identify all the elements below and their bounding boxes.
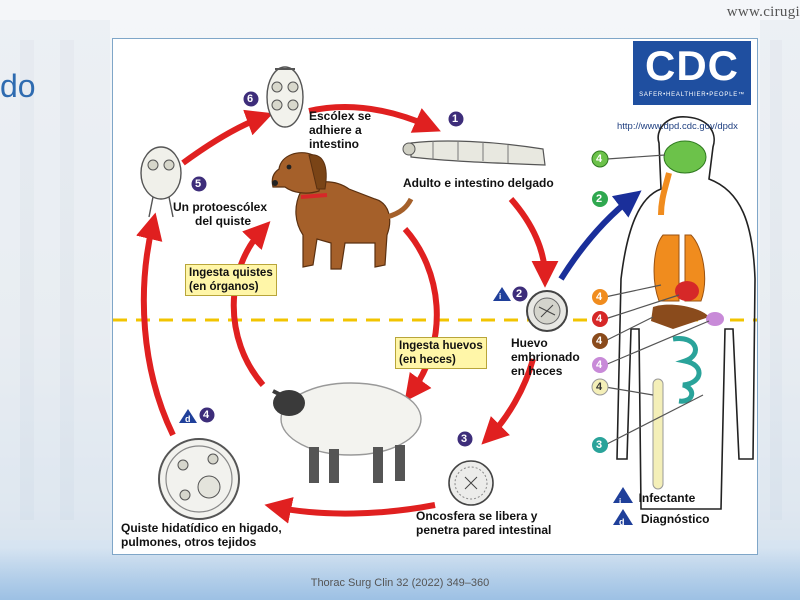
adult-worm-icon: [402, 140, 546, 166]
citation: Thorac Surg Clin 32 (2022) 349–360: [310, 577, 490, 589]
oncosphere-icon: [448, 460, 494, 506]
stage-2-number: 2: [516, 288, 523, 300]
marker-liver: [592, 333, 608, 349]
stage-4-marker: [179, 407, 215, 423]
legend-diagnostic-symbol: [613, 509, 633, 525]
stage-1-number: 1: [452, 113, 459, 125]
life-cycle-diagram: 6 1 5 2 3 4 i d Escólex se adhiere a int…: [112, 38, 758, 555]
stage-6-label: Escólex se adhiere a intestino: [309, 109, 372, 151]
arrow-sheep-to-dog: [230, 221, 271, 387]
stage-5-marker: [191, 176, 207, 192]
marker-liver-number: 4: [596, 335, 603, 347]
marker-brain: [591, 150, 609, 168]
egg-icon: [526, 290, 568, 332]
ingestion-cysts-box: Ingesta quistes (en órganos): [185, 264, 277, 296]
marker-spleen-number: 4: [596, 359, 603, 371]
marker-bone-number: 4: [596, 381, 603, 393]
protoscolex-icon: [140, 146, 182, 218]
arrow-to-human: [558, 190, 642, 281]
stage-4-label: Quiste hidatídico en higado, pulmones, o…: [121, 521, 282, 549]
arrow-2-to-3: [481, 358, 536, 445]
stage-1-marker: [448, 111, 464, 127]
stage-2-marker: [493, 286, 528, 302]
arrow-dog-to-sheep: [402, 226, 440, 402]
marker-arrow-number: 2: [596, 193, 603, 205]
stage-6-number: 6: [247, 93, 254, 105]
stage-3-label: Oncosfera se libera y penetra pared inte…: [416, 509, 552, 537]
marker-intestine: [592, 437, 608, 453]
marker-blue-arrow: [592, 191, 608, 207]
marker-brain-number: 4: [596, 153, 603, 165]
stage-1-label: Adulto e intestino delgado: [403, 176, 554, 190]
stage-2-infective-mark: i: [499, 292, 502, 301]
legend-infective: i Infectante: [619, 491, 696, 506]
human-figure-icon: [616, 116, 756, 510]
stage-2-label: Huevo embrionado en heces: [511, 336, 580, 378]
marker-intestine-number: 3: [596, 439, 603, 451]
marker-lung: [592, 289, 608, 305]
ingestion-eggs-box: Ingesta huevos (en heces): [395, 337, 487, 369]
legend-infective-symbol: [613, 487, 633, 503]
cdc-url: http://www.dpd.cdc.gov/dpdx: [617, 121, 738, 132]
arrow-1-to-2: [508, 197, 559, 288]
stage-5-label: Un protoescólex del quiste: [173, 200, 268, 228]
arrow-4-to-5: [136, 212, 176, 437]
marker-heart-number: 4: [596, 313, 603, 325]
dog-icon: [271, 152, 414, 270]
marker-heart: [592, 311, 608, 327]
marker-lung-number: 4: [596, 291, 603, 303]
sheep-icon: [272, 382, 422, 483]
site-url: www.cirugi: [726, 4, 800, 20]
legend-diagnostic: d Diagnóstico: [619, 512, 710, 527]
arrow-3-to-4: [264, 497, 436, 524]
hydatid-cyst-icon: [158, 438, 240, 520]
bottom-band: [0, 548, 800, 600]
cdc-logo: CDC SAFER•HEALTHIER•PEOPLE™: [633, 41, 751, 105]
slide-title: do: [0, 68, 36, 104]
marker-bone: [591, 378, 609, 396]
stage-5-number: 5: [195, 178, 202, 190]
diagram-graphics: [113, 66, 757, 525]
stage-6-marker: [243, 91, 259, 107]
stage-4-diagnostic-mark: d: [185, 414, 191, 424]
marker-spleen: [592, 357, 608, 373]
scolex-icon: [266, 66, 304, 128]
stage-4-number: 4: [203, 409, 210, 421]
arrow-6-to-1: [308, 104, 441, 133]
stage-3-marker: [457, 431, 473, 447]
arrow-5-to-6: [181, 109, 274, 166]
stage-3-number: 3: [461, 433, 468, 445]
